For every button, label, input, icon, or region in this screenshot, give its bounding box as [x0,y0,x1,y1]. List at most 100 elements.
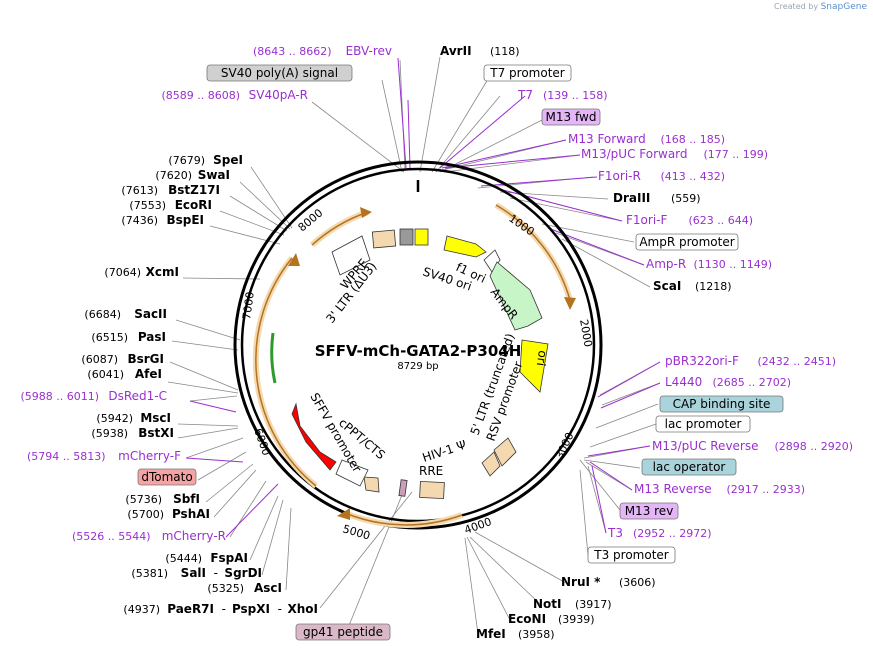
ampr-glyph [489,261,543,331]
inner-label-hiv: HIV-1 Ψ [421,438,468,465]
site-pos-mfei: (3958) [518,628,555,641]
label-nrui: NruI *(3606) [561,575,656,589]
snapgene-credit: Created by SnapGene [774,2,867,12]
feature-range-l4440: (2685 .. 2702) [713,376,792,389]
site-pos-sali-sgrdi: (5381) [131,567,168,580]
label-pasi: PasI(6515) [91,330,166,344]
site-name-afei: AfeI [135,367,162,381]
feature-range-m13-puc-forward: (177 .. 199) [704,148,769,161]
label-ebv-rev: EBV-rev (8643 .. 8662) [253,44,392,58]
label-l4440: L4440 (2685 .. 2702) [665,375,791,389]
site-name-econi: EcoNI [508,612,546,626]
site-pos-noti: (3917) [575,598,612,611]
sv40-polya-glyph [399,228,414,246]
orf-arrow-1 [564,297,576,310]
site-pos-ecori: (7553) [129,199,166,212]
feature-range-t3: (2952 .. 2972) [633,527,712,540]
site-name2-sali-sgrdi: SgrDI [224,566,262,580]
inner-label-rre: RRE [419,464,443,478]
site-name-swai: SwaI [198,168,230,182]
label-dtomato-box: dTomato [137,468,197,486]
label-noti: NotI(3917) [533,597,612,611]
label-t3-promoter-box: T3 promoter [587,546,676,564]
site-dash-sali-sgrdi: - [214,566,218,580]
label-xcmi: XcmI (7064) [104,265,179,279]
label-m13-puc-reverse: M13/pUC Reverse(2898 .. 2920) [652,439,853,453]
label-msci: MscI (5942) [96,411,171,425]
backbone-inner [240,167,596,523]
site-pos-msci: (5942) [96,412,133,425]
site-pos-asci: (5325) [207,582,244,595]
site-name-mfei: MfeI [476,627,506,641]
ltr3-glyph [371,229,397,249]
label-scai: ScaI(1218) [653,279,732,293]
label-m13-forward: M13 Forward(168 .. 185) [568,132,725,146]
site-name-pasi: PasI [138,330,166,344]
label-sbfi: SbfI(5736) [125,492,200,506]
sffv-red-arrow [291,402,337,471]
site-pos-sbfi: (5736) [125,493,162,506]
label-box-dtomato-box [137,468,197,486]
snapgene-brand: SnapGene [820,2,867,12]
label-box-m13-rev-box [619,502,679,520]
site-pos-econi: (3939) [558,613,595,626]
site-name3-paer7i: XhoI [287,602,318,616]
label-spei: SpeI(7679) [168,153,243,167]
label-box-m13-fwd-box [541,108,601,126]
label-box-text-m13-fwd-box: M13 fwd [546,110,597,124]
label-box-text-t3-promoter-box: T3 promoter [593,548,669,562]
label-gp41-box: gp41 peptide [295,623,391,641]
feature-name-mcherry-r: mCherry-R [162,529,226,543]
backbone-outer [233,160,603,530]
label-box-text-lac-promoter-box: lac promoter [665,417,742,431]
site-name-xcmi: XcmI [146,265,179,279]
label-t7: T7(139 .. 158) [517,88,608,102]
feature-name-amp-r: Amp-R [646,257,686,271]
feature-name-l4440: L4440 [665,375,702,389]
label-mcherry-f: mCherry-F(5794 .. 5813) [27,449,181,463]
site-name-ecori: EcoRI [175,198,212,212]
label-box-text-cap-binding-box: CAP binding site [673,397,771,411]
feature-range-amp-r: (1130 .. 1149) [694,258,773,271]
label-box-text-gp41-box: gp41 peptide [303,625,383,639]
site-pos-sacii: (6684) [84,308,121,321]
site-name-msci: MscI [140,411,171,425]
site-pos-nrui: (3606) [619,576,656,589]
credit-prefix: Created by [774,2,819,11]
site-name-pshai: PshAI [172,507,210,521]
label-fspai: FspAI(5444) [165,551,248,565]
feature-name-pbr322ori-f: pBR322ori-F [665,354,739,368]
site-pos-swai: (7620) [155,169,192,182]
feature-range-f1ori-f: (623 .. 644) [689,214,754,227]
feature-range-f1ori-r: (413 .. 432) [661,170,726,183]
label-cap-binding-box: CAP binding site [659,395,784,413]
label-box-text-lac-operator-box: lac operator [653,460,726,474]
feature-name-ebv-rev: EBV-rev [346,44,392,58]
label-paer7i: XhoI-PspXI-PaeR7I(4937) [123,602,318,616]
label-t7-promoter-box: T7 promoter [483,64,572,82]
label-box-ampr-promoter-box [635,233,739,251]
site-pos-bsrgi: (6087) [81,353,118,366]
feature-range-t7: (139 .. 158) [543,89,608,102]
plasmid-length: 8729 bp [397,361,438,372]
label-box-gp41-box [295,623,391,641]
feature-range-pbr322ori-f: (2432 .. 2451) [758,355,837,368]
site-name-paer7i: PaeR7I [167,602,214,616]
label-t3: T3 (2952 .. 2972) [607,526,712,540]
feature-name-t3: T3 [607,526,623,540]
label-mcherry-r: mCherry-R(5526 .. 5544) [72,529,226,543]
feature-name-m13-reverse: M13 Reverse [634,482,712,496]
label-box-cap-binding-box [659,395,784,413]
site-pos-spei: (7679) [168,154,205,167]
site-name-sacii: SacII [134,307,167,321]
feature-name-m13-puc-forward: M13/pUC Forward [581,147,688,161]
site-name-sali-sgrdi: SalI [181,566,206,580]
label-sv40-polya-box: SV40 poly(A) signal [206,64,353,82]
site-pos-paer7i: (4937) [123,603,160,616]
site-pos-pshai: (5700) [127,508,164,521]
label-box-sv40-polya-box [206,64,353,82]
site-pos-xcmi: (7064) [104,266,141,279]
feature-range-ebv-rev: (8643 .. 8662) [253,45,332,58]
site-pos-afei: (6041) [87,368,124,381]
